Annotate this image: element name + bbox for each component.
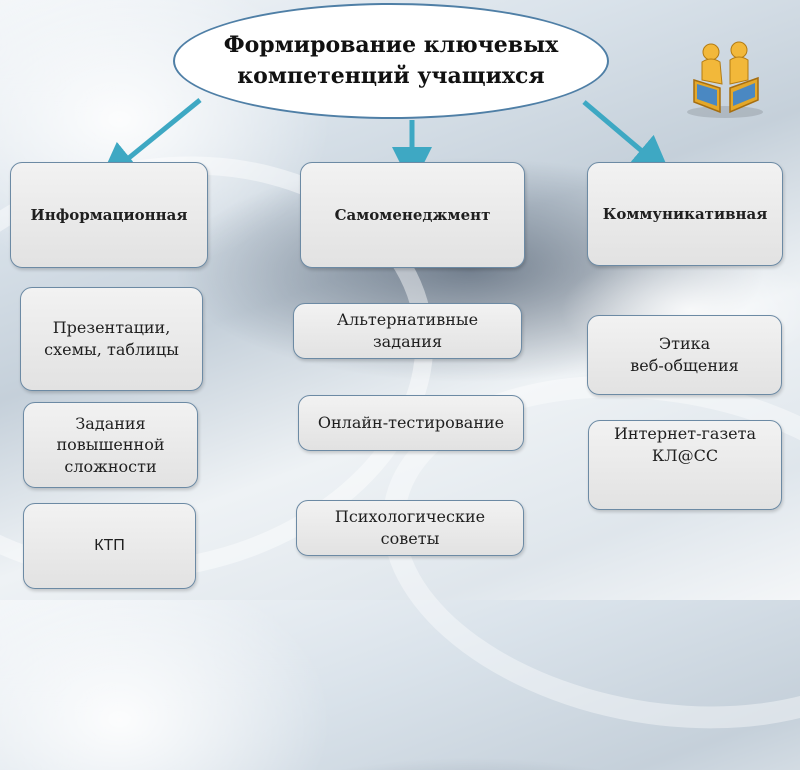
category-communicative-label: Коммуникативная bbox=[602, 204, 768, 223]
arrow-to-info bbox=[98, 98, 202, 183]
category-self-management-label: Самоменеджмент bbox=[334, 205, 491, 224]
item-web-ethics-line-1: Этика bbox=[658, 334, 711, 354]
item-internet-newspaper: Интернет-газета КЛ@СС bbox=[588, 420, 782, 510]
teamwork-computer-icon bbox=[687, 41, 763, 118]
item-advanced-tasks-line-1: Задания bbox=[75, 413, 146, 433]
item-alternative-tasks-line-2: задания bbox=[372, 332, 443, 351]
item-internet-newspaper-line-1: Интернет-газета bbox=[613, 424, 757, 443]
item-advanced-tasks: Задания повышенной сложности bbox=[23, 402, 198, 488]
category-communicative: Коммуникативная bbox=[587, 162, 783, 266]
item-psychological-advice-line-2: советы bbox=[380, 529, 440, 548]
item-alternative-tasks: Альтернативные задания bbox=[293, 303, 522, 359]
item-alternative-tasks-line-1: Альтернативные bbox=[336, 310, 479, 330]
item-web-ethics: Этика веб-общения bbox=[587, 315, 782, 395]
item-advanced-tasks-line-2: повышенной bbox=[56, 435, 165, 455]
item-ktp-label: КТП bbox=[94, 537, 125, 555]
item-presentations-line-1: Презентации, bbox=[52, 318, 171, 338]
item-psychological-advice: Психологические советы bbox=[296, 500, 524, 556]
category-info: Информационная bbox=[10, 162, 208, 268]
item-web-ethics-line-2: веб-общения bbox=[630, 356, 739, 375]
item-psychological-advice-line-1: Психологические bbox=[334, 507, 486, 527]
item-presentations-line-2: схемы, таблицы bbox=[44, 340, 179, 359]
item-internet-newspaper-line-2: КЛ@СС bbox=[651, 445, 719, 465]
item-advanced-tasks-line-3: сложности bbox=[64, 456, 157, 476]
root-node: Формирование ключевых компетенций учащих… bbox=[173, 3, 609, 119]
item-online-testing-label: Онлайн-тестирование bbox=[317, 413, 505, 433]
arrow-to-comm bbox=[582, 100, 672, 176]
category-self-management: Самоменеджмент bbox=[300, 162, 525, 268]
item-ktp: КТП bbox=[23, 503, 196, 589]
root-title-line-1: Формирование ключевых bbox=[223, 32, 559, 59]
root-title-line-2: компетенций учащихся bbox=[237, 63, 545, 89]
connector-arrows bbox=[98, 98, 672, 187]
item-presentations: Презентации, схемы, таблицы bbox=[20, 287, 203, 391]
item-online-testing: Онлайн-тестирование bbox=[298, 395, 524, 451]
category-info-label: Информационная bbox=[30, 205, 188, 224]
